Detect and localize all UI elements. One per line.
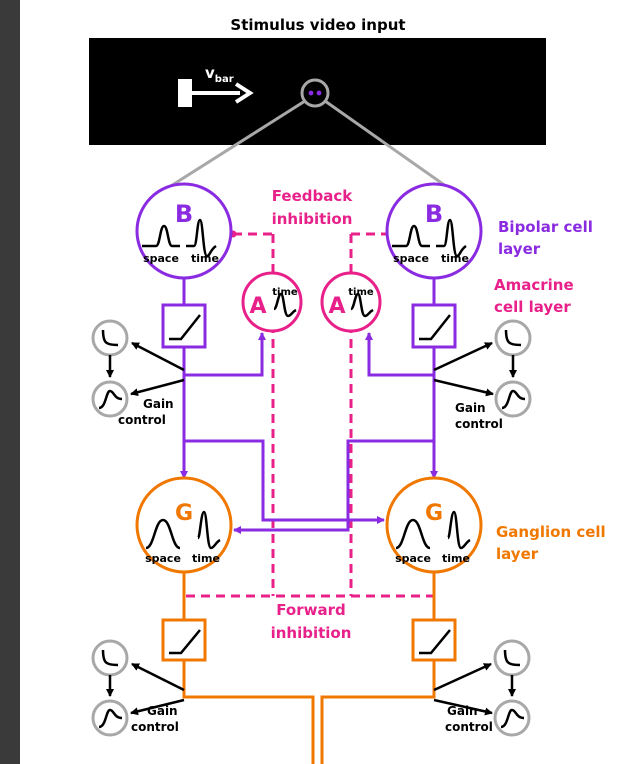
optic-output-right [320, 660, 436, 764]
time-label: time [348, 287, 374, 298]
velocity-label: vbar [205, 64, 234, 85]
bipolar-cell-letter: B [175, 200, 193, 228]
title: Stimulus video input [230, 16, 405, 34]
ganglion-rectifier-right [411, 618, 457, 662]
amacrine-layer-label-line2: cell layer [494, 298, 571, 316]
bipolar-to-amacrine-right [365, 332, 434, 377]
feedback-inhibition-label-line2: inhibition [272, 210, 353, 228]
receptive-field-circle [300, 78, 330, 108]
space-filter-icon [145, 518, 181, 550]
projection-line-left [154, 99, 306, 198]
bipolar-rectifier-left [161, 303, 207, 349]
bipolar-cell-left: B space time [135, 182, 233, 280]
crossover-path-right [233, 439, 434, 534]
time-label: time [272, 287, 298, 298]
bipolar-rectifier-right [411, 303, 457, 349]
bipolar-cell-right: B space time [385, 182, 483, 280]
gain-filter-circle-upper [494, 319, 532, 357]
gain-label-line2: control [118, 413, 166, 427]
feedback-inhibition-label-line1: Feedback [272, 187, 353, 205]
gain-label-line2: control [445, 720, 493, 734]
ganglion-layer-label-line1: Ganglion cell [496, 523, 606, 541]
space-label: space [143, 252, 179, 265]
time-filter-icon [196, 510, 221, 550]
time-label: time [442, 552, 470, 565]
gain-control-bipolar-right [433, 319, 532, 418]
gain-filter-circle-upper [493, 639, 531, 677]
amacrine-cell-left: A time [241, 271, 303, 333]
forward-inhibition-label-line1: Forward [276, 601, 345, 619]
ganglion-layer-label-line2: layer [496, 545, 539, 563]
crossover-path-left [184, 439, 385, 524]
gain-label-line1: Gain [455, 401, 486, 415]
time-label: time [192, 552, 220, 565]
ganglion-cell-letter: G [175, 501, 193, 526]
space-filter-icon [142, 224, 180, 248]
time-label: time [191, 252, 219, 265]
ganglion-cell-letter: G [425, 501, 443, 526]
time-filter-icon [186, 218, 217, 258]
gain-label-line1: Gain [147, 704, 178, 718]
space-filter-icon [392, 224, 430, 248]
amacrine-cell-right: A time [320, 271, 382, 333]
space-label: space [145, 552, 181, 565]
gain-control-ganglion-right [433, 639, 531, 737]
gain-filter-circle-upper [91, 319, 129, 357]
gain-label-line2: control [455, 417, 503, 431]
ganglion-cell-left: G space time [135, 476, 233, 574]
bipolar-layer-label-line2: layer [498, 240, 541, 258]
space-label: space [395, 552, 431, 565]
left-border [0, 0, 20, 764]
space-filter-icon [395, 518, 431, 550]
gain-label-line1: Gain [447, 704, 478, 718]
gain-control-bipolar-left [91, 319, 185, 418]
bipolar-cell-letter: B [425, 200, 443, 228]
gain-label-line1: Gain [143, 397, 174, 411]
receptive-field-dot-left [308, 90, 314, 96]
amacrine-cell-letter: A [328, 294, 345, 319]
time-filter-icon [446, 510, 471, 550]
time-filter-icon [273, 292, 297, 318]
gain-label-line2: control [131, 720, 179, 734]
bipolar-to-amacrine-left [184, 332, 266, 377]
ganglion-cell-right: G space time [385, 476, 483, 574]
projection-line-right [324, 99, 461, 198]
time-filter-icon [436, 218, 467, 258]
amacrine-cell-letter: A [249, 294, 266, 319]
gain-control-ganglion-left [91, 639, 185, 737]
gain-filter-circle-upper [91, 639, 129, 677]
receptive-field-dot-right [316, 90, 322, 96]
bipolar-layer-label-line1: Bipolar cell [498, 218, 593, 236]
ganglion-rectifier-left [161, 618, 207, 662]
time-filter-icon [350, 292, 374, 318]
time-label: time [441, 252, 469, 265]
amacrine-layer-label-line1: Amacrine [494, 276, 574, 294]
forward-inhibition-label-line2: inhibition [271, 624, 352, 642]
moving-bar-icon [178, 79, 254, 107]
space-label: space [393, 252, 429, 265]
optic-output-left [182, 660, 315, 764]
